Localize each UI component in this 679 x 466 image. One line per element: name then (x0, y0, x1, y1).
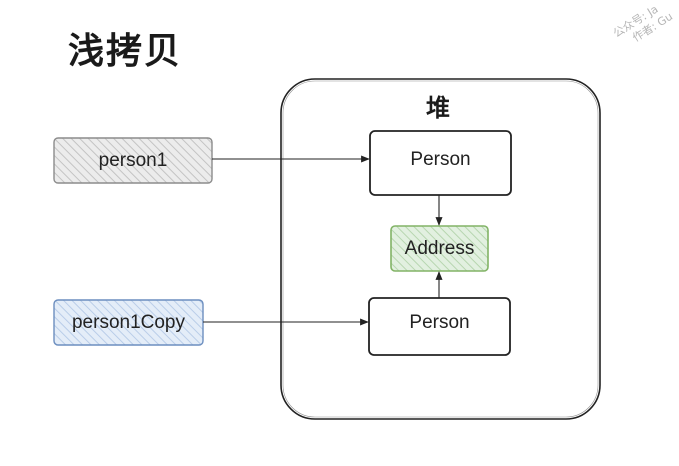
page-title: 浅拷贝 (68, 31, 183, 72)
heap-container (280, 78, 601, 420)
person-bottom-box (368, 297, 511, 356)
heap-label: 堆 (426, 94, 450, 122)
person1-box (53, 137, 213, 184)
address-box (390, 225, 489, 272)
person1copy-box (53, 299, 204, 346)
person-top-box (369, 130, 512, 196)
